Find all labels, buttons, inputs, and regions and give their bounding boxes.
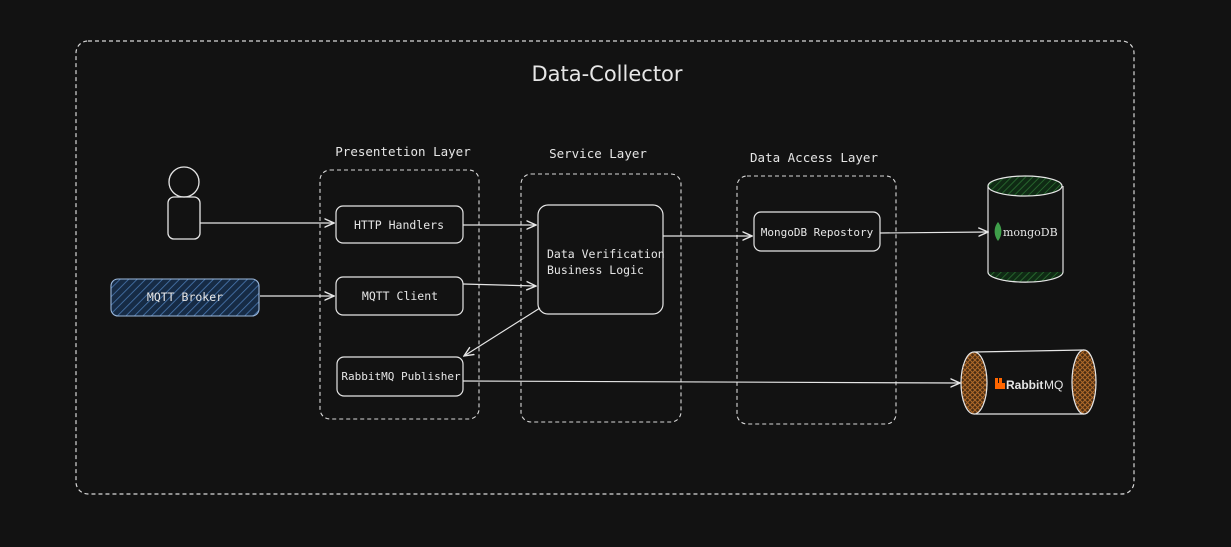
mongodb-repository-box: [753, 211, 881, 252]
mongodb-repository-label: MongoDB Repostory: [761, 226, 874, 239]
rabbitmq-logo-text-prefix: Rabbit: [1006, 378, 1043, 392]
rabbitmq-publisher-label: RabbitMQ Publisher: [341, 370, 461, 383]
presentation-layer-box: [319, 169, 480, 420]
data-collector-boundary: [75, 40, 1135, 495]
diagram-title: Data-Collector: [531, 62, 682, 86]
rabbitmq-queue-icon: Rabbit MQ: [960, 349, 1097, 415]
data-access-layer-label: Data Access Layer: [750, 150, 878, 165]
http-handlers-label: HTTP Handlers: [354, 218, 444, 232]
user-icon: [167, 166, 201, 240]
arrow-repository-to-mongodb: [879, 232, 988, 233]
data-access-layer-box: [736, 175, 897, 425]
mqtt-client-label: MQTT Client: [362, 289, 438, 303]
service-layer-label: Service Layer: [549, 146, 647, 161]
service-layer-box: [520, 173, 682, 423]
mongodb-logo-text: mongoDB: [1003, 226, 1058, 239]
presentation-layer-label: Presentetion Layer: [335, 144, 471, 159]
service-logic-line1: Data Verification: [547, 247, 665, 261]
arrow-mqtt-client-to-service: [462, 284, 536, 286]
rabbitmq-logo-icon: [995, 378, 1005, 389]
arrow-publisher-to-rabbitmq: [462, 381, 960, 383]
mqtt-broker-label: MQTT Broker: [147, 290, 223, 304]
rabbitmq-publisher-box: [336, 356, 464, 397]
rabbitmq-logo-text-suffix: MQ: [1044, 378, 1063, 392]
service-logic-box: [537, 204, 664, 315]
arrow-service-to-publisher: [464, 307, 541, 356]
mqtt-broker-box: [110, 278, 260, 317]
mqtt-client-box: [335, 276, 464, 316]
service-logic-line2: Business Logic: [547, 263, 644, 277]
mongodb-leaf-icon: [994, 222, 1002, 241]
mongodb-database-icon: mongoDB: [987, 175, 1064, 283]
